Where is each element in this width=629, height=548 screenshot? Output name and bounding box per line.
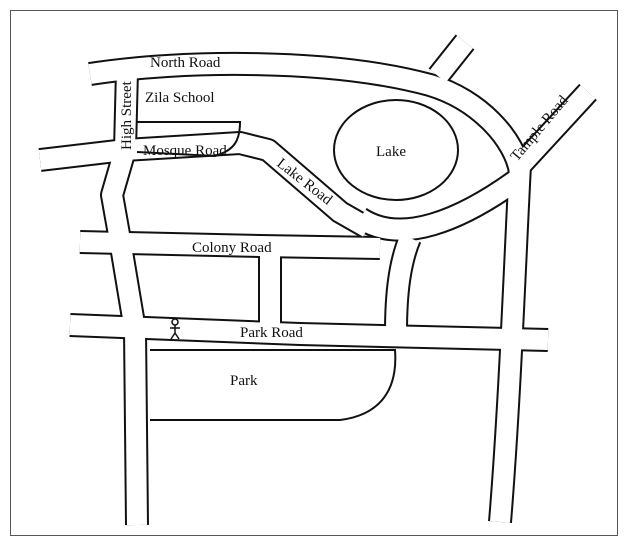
zila-school-boundary — [136, 121, 242, 158]
label-park: Park — [230, 373, 258, 389]
lake-shape — [333, 99, 459, 201]
label-mosque-road: Mosque Road — [143, 143, 227, 159]
label-lake: Lake — [376, 144, 406, 160]
park-shape — [150, 349, 397, 421]
road-fills — [38, 35, 596, 526]
label-high-street: High Street — [119, 80, 135, 150]
label-lake-road: Lake Road — [274, 156, 336, 209]
label-zila-school: Zila School — [145, 90, 215, 106]
person-icon — [170, 318, 180, 340]
label-colony-road: Colony Road — [192, 240, 272, 256]
label-park-road: Park Road — [240, 325, 303, 341]
map-frame — [10, 10, 618, 536]
label-north-road: North Road — [150, 55, 221, 71]
